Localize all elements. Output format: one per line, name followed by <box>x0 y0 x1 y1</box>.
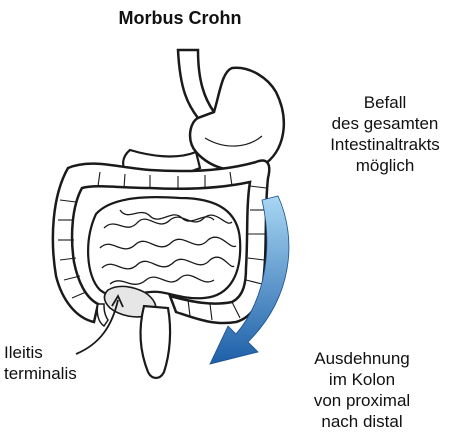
label-line: Befall <box>300 92 470 113</box>
label-line: im Kolon <box>262 369 462 390</box>
esophagus <box>178 50 214 118</box>
label-intestinal-involvement: Befall des gesamten Intestinaltrakts mög… <box>300 92 470 176</box>
label-line: des gesamten <box>300 113 470 134</box>
label-line: terminalis <box>4 363 77 384</box>
label-line: nach distal <box>262 411 462 432</box>
rectum <box>141 306 171 378</box>
label-line: Ausdehnung <box>262 348 462 369</box>
label-line: möglich <box>300 155 470 176</box>
label-line: von proximal <box>262 390 462 411</box>
label-colon-extension: Ausdehnung im Kolon von proximal nach di… <box>262 348 462 432</box>
label-line: Intestinaltrakts <box>300 134 470 155</box>
stomach <box>190 68 284 171</box>
label-line: Ileitis <box>4 342 77 363</box>
appendix <box>97 304 108 326</box>
label-ileitis-terminalis: Ileitis terminalis <box>4 342 77 384</box>
